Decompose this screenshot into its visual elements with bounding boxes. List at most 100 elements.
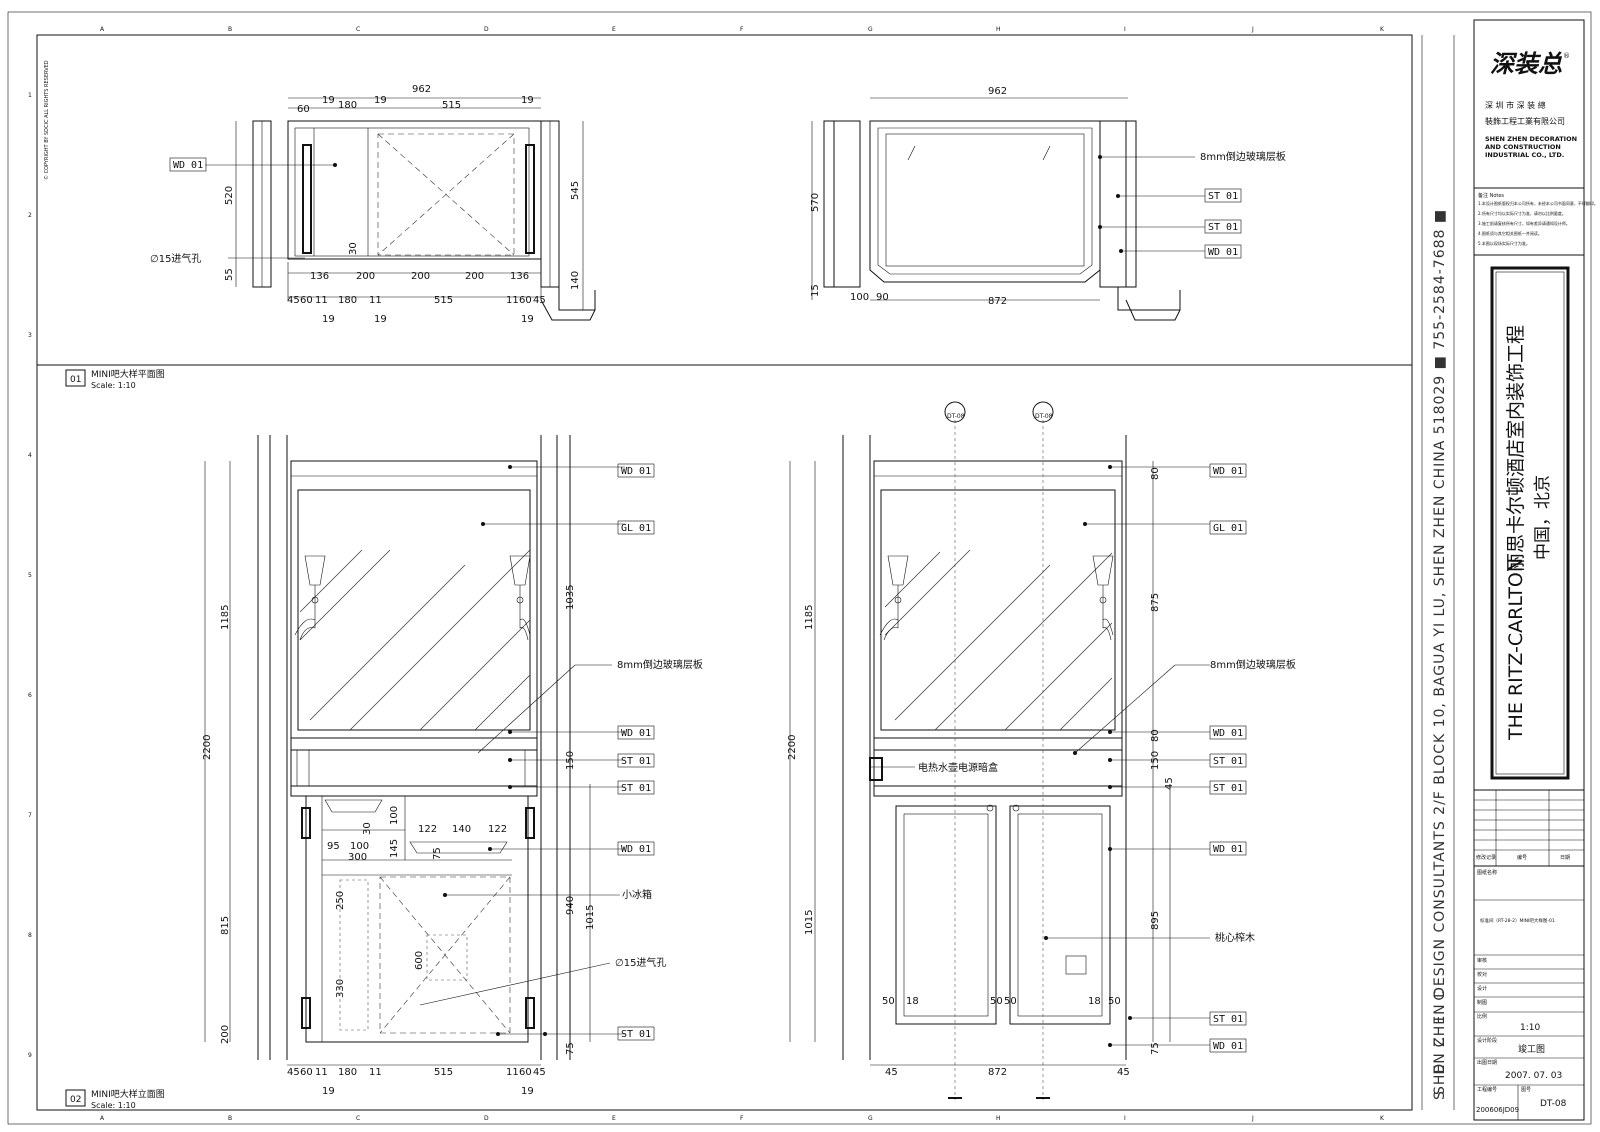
- tag-st01-e2a: ST 01: [1209, 753, 1247, 768]
- dim-11c-e1: 11: [506, 1067, 519, 1078]
- dim-90-p2: 90: [876, 292, 889, 303]
- note-1: 1.本设计图纸版权归本公司所有，未经本公司书面同意，不得翻印。: [1478, 200, 1598, 206]
- grid-row-2: 2: [28, 212, 32, 219]
- drawing-no-value: DT-08: [1540, 1099, 1567, 1109]
- grid-row-8: 8: [28, 932, 32, 939]
- grid-col-i-bottom: I: [1124, 1115, 1126, 1122]
- dim-11c: 11: [506, 295, 519, 306]
- plan-view-2: 962 570 15 100 90 872 8mm倒边玻璃层板 ST 01 ST…: [810, 86, 1286, 321]
- approved-label: 审核: [1477, 957, 1487, 964]
- stage-label: 设计阶段: [1477, 1037, 1497, 1044]
- label-glass-shelf-e1: 8mm倒边玻璃层板: [617, 658, 703, 671]
- svg-text:ST 01: ST 01: [621, 783, 651, 794]
- dim-895-e2: 895: [1150, 911, 1161, 930]
- date-label: 出图日期: [1477, 1059, 1497, 1066]
- dim-11b-e1: 11: [369, 1067, 382, 1078]
- svg-text:GL 01: GL 01: [621, 523, 651, 534]
- svg-text:ST 01: ST 01: [1208, 191, 1238, 202]
- mirror-panel-e2: [880, 489, 1116, 731]
- tag-gl01-e2: GL 01: [1209, 520, 1247, 535]
- dim-80b-e2: 80: [1150, 729, 1161, 742]
- dim-875-e2: 875: [1150, 593, 1161, 612]
- dim-872-e2: 872: [988, 1067, 1007, 1078]
- dim-18a-e2: 18: [906, 996, 919, 1007]
- company-name-cn-2: 裝飾工程工業有限公司: [1485, 116, 1565, 126]
- project-no-label: 工程编号: [1477, 1086, 1497, 1093]
- dim-30: 30: [348, 242, 359, 255]
- dim-60a: 60: [300, 295, 313, 306]
- dim-150-e2: 150: [1150, 751, 1161, 770]
- scale-label: 比例: [1477, 1013, 1487, 1020]
- grid-row-3: 3: [28, 332, 32, 339]
- dim-180b: 180: [338, 295, 357, 306]
- dim-11a-e1: 11: [315, 1067, 328, 1078]
- dim-1015-e2: 1015: [804, 910, 815, 935]
- dim-250-e1: 250: [335, 891, 346, 910]
- checked-label: 校对: [1477, 971, 1487, 978]
- grid-row-5: 5: [28, 572, 32, 579]
- dim-140: 140: [570, 271, 581, 290]
- hinge-right: [525, 144, 535, 254]
- view-01-title: MINI吧大样平面图: [91, 368, 165, 380]
- svg-text:WD 01: WD 01: [1213, 1041, 1243, 1052]
- title-block: 深装总 ® 深 圳 市 深 装 總 裝飾工程工業有限公司 SHEN ZHEN D…: [1473, 19, 1598, 1121]
- dim-1185-e1: 1185: [220, 605, 231, 630]
- grid-col-c-bottom: C: [356, 1115, 360, 1122]
- drawing-frame: [36, 34, 1413, 1111]
- dim-19d: 19: [322, 314, 335, 325]
- dim-75b-e1: 75: [432, 847, 443, 860]
- sconce-right-e2: [1092, 555, 1114, 641]
- tag-wd01-e2a: WD 01: [1209, 463, 1247, 478]
- note-3: 3.施工前请复核所有尺寸，如有差异请通知设计师。: [1478, 220, 1570, 226]
- tag-wd01-e2d: WD 01: [1209, 1038, 1247, 1053]
- dim-1185-e2: 1185: [804, 605, 815, 630]
- label-vent-e1: ∅15进气孔: [615, 956, 666, 969]
- drawing-no-label: 图号: [1521, 1087, 1531, 1093]
- tag-wd01-plan1: WD 01: [169, 157, 207, 172]
- dim-200b: 200: [411, 271, 430, 282]
- svg-text:ST 01: ST 01: [1208, 222, 1238, 233]
- label-power-box: 电热水壶电源暗盒: [918, 761, 998, 774]
- company-name-en-2: AND CONSTRUCTION: [1485, 143, 1561, 151]
- dim-100-p2: 100: [850, 292, 869, 303]
- dim-75-e2: 75: [1150, 1042, 1161, 1055]
- dim-45a-e1: 45: [287, 1067, 300, 1078]
- grid-row-6: 6: [28, 692, 32, 699]
- svg-text:WD 01: WD 01: [621, 844, 651, 855]
- svg-text:WD 01: WD 01: [1213, 844, 1243, 855]
- company-logo: 深装总: [1490, 50, 1563, 78]
- dim-962: 962: [412, 84, 431, 95]
- view-title-01: 01 MINI吧大样平面图 Scale: 1:10: [65, 368, 165, 390]
- dim-300-e1: 300: [348, 852, 367, 863]
- dim-100b-e1: 100: [350, 841, 369, 852]
- dim-19c: 19: [521, 95, 534, 106]
- grid-col-c: C: [356, 26, 360, 33]
- svg-text:ST 01: ST 01: [1213, 783, 1243, 794]
- view-02-scale: Scale: 1:10: [91, 1101, 136, 1110]
- dim-11a: 11: [315, 295, 328, 306]
- dim-140-e1: 140: [452, 824, 471, 835]
- tag-wd01-e1a: WD 01: [617, 463, 655, 478]
- designed-label: 设计: [1477, 985, 1487, 992]
- view-01-scale: Scale: 1:10: [91, 381, 136, 390]
- dim-200-e1: 200: [220, 1025, 231, 1044]
- tag-st01-p2b: ST 01: [1204, 219, 1242, 234]
- grid-col-d-bottom: D: [484, 1115, 489, 1122]
- dim-19e: 19: [374, 314, 387, 325]
- dim-45a-e2: 45: [885, 1067, 898, 1078]
- dim-136a: 136: [310, 271, 329, 282]
- grid-row-9: 9: [28, 1052, 32, 1059]
- logo-registered-mark: ®: [1563, 52, 1570, 60]
- grid-col-labels: A B C D E F G H I J K A B C D E F G H I …: [100, 26, 1385, 1122]
- dim-60: 60: [297, 104, 310, 115]
- dim-18b-e2: 18: [1088, 996, 1101, 1007]
- dim-600-e1: 600: [414, 951, 425, 970]
- svg-text:ST 01: ST 01: [1213, 1014, 1243, 1025]
- grid-col-b: B: [228, 26, 232, 33]
- section-mark-2: DT-08: [1035, 413, 1053, 420]
- svg-text:WD 01: WD 01: [621, 728, 651, 739]
- dim-45-e2: 45: [1164, 777, 1175, 790]
- dim-122a: 122: [418, 824, 437, 835]
- sconce-left-e2: [879, 555, 909, 641]
- door-right: [1009, 805, 1111, 1025]
